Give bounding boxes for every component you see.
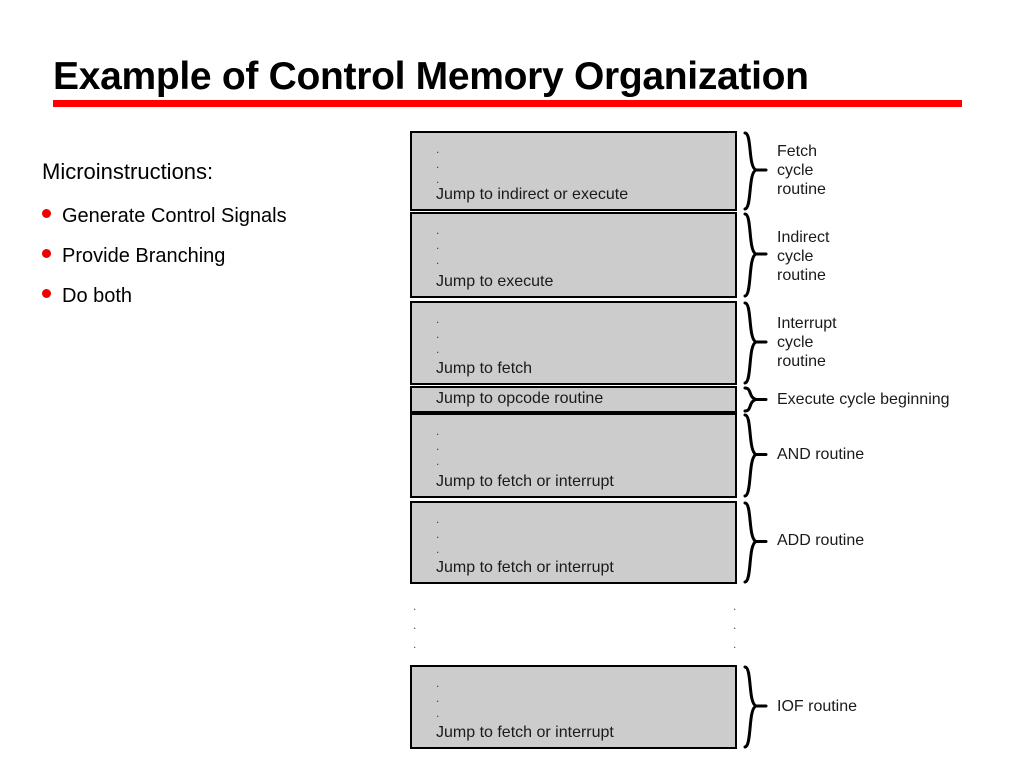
group-label-indirect-cycle: Indirect cycle routine bbox=[777, 229, 830, 284]
fetch-cycle-block: . . . Jump to indirect or execute bbox=[410, 131, 737, 211]
brace-fetch-cycle bbox=[741, 131, 769, 211]
vertical-ellipsis-icon: . . . bbox=[436, 223, 440, 267]
brace-iof-routine bbox=[741, 665, 769, 749]
vertical-ellipsis-icon: . . . bbox=[436, 424, 440, 468]
title-underline-rule bbox=[53, 100, 962, 107]
control-memory-diagram: . . . Jump to indirect or execute Fetch … bbox=[410, 131, 1010, 751]
brace-execute-begin bbox=[741, 386, 769, 413]
group-label-execute-begin: Execute cycle beginning bbox=[777, 391, 950, 408]
group-label-interrupt-cycle: Interrupt cycle routine bbox=[777, 315, 837, 370]
brace-and-routine bbox=[741, 413, 769, 498]
bullet-dot-icon bbox=[42, 249, 51, 258]
microinstructions-panel: Microinstructions: Generate Control Sign… bbox=[42, 158, 382, 324]
vertical-ellipsis-icon: . . . bbox=[436, 142, 440, 186]
list-item: Generate Control Signals bbox=[42, 204, 382, 228]
bullet-dot-icon bbox=[42, 289, 51, 298]
block-instruction-label: Jump to fetch or interrupt bbox=[436, 559, 614, 576]
group-label-add-routine: ADD routine bbox=[777, 532, 865, 549]
bullet-label: Provide Branching bbox=[62, 245, 226, 267]
group-label-and-routine: AND routine bbox=[777, 446, 865, 463]
list-item: Do both bbox=[42, 284, 382, 308]
execute-begin-block: Jump to opcode routine bbox=[410, 386, 737, 413]
vertical-ellipsis-icon-left: . . . bbox=[413, 599, 417, 651]
bullet-label: Generate Control Signals bbox=[62, 205, 287, 227]
block-instruction-label: Jump to opcode routine bbox=[436, 390, 604, 407]
vertical-ellipsis-icon-right: . . . bbox=[733, 599, 737, 651]
iof-routine-block: . . . Jump to fetch or interrupt bbox=[410, 665, 737, 749]
vertical-ellipsis-icon: . . . bbox=[436, 676, 440, 720]
interrupt-cycle-block: . . . Jump to fetch bbox=[410, 301, 737, 385]
block-instruction-label: Jump to indirect or execute bbox=[436, 186, 629, 203]
group-label-iof-routine: IOF routine bbox=[777, 698, 858, 715]
block-instruction-label: Jump to execute bbox=[436, 273, 554, 290]
vertical-ellipsis-icon: . . . bbox=[436, 512, 440, 556]
bullet-dot-icon bbox=[42, 209, 51, 218]
brace-interrupt-cycle bbox=[741, 301, 769, 385]
list-item: Provide Branching bbox=[42, 244, 382, 268]
and-routine-block: . . . Jump to fetch or interrupt bbox=[410, 413, 737, 498]
indirect-cycle-block: . . . Jump to execute bbox=[410, 212, 737, 298]
block-instruction-label: Jump to fetch or interrupt bbox=[436, 473, 614, 490]
brace-add-routine bbox=[741, 501, 769, 584]
brace-indirect-cycle bbox=[741, 212, 769, 298]
block-instruction-label: Jump to fetch or interrupt bbox=[436, 724, 614, 741]
group-label-fetch-cycle: Fetch cycle routine bbox=[777, 143, 826, 198]
microinstructions-heading: Microinstructions: bbox=[42, 159, 214, 184]
add-routine-block: . . . Jump to fetch or interrupt bbox=[410, 501, 737, 584]
block-instruction-label: Jump to fetch bbox=[436, 360, 533, 377]
page-title: Example of Control Memory Organization bbox=[53, 55, 809, 98]
vertical-ellipsis-icon: . . . bbox=[436, 312, 440, 356]
bullet-label: Do both bbox=[62, 285, 133, 307]
